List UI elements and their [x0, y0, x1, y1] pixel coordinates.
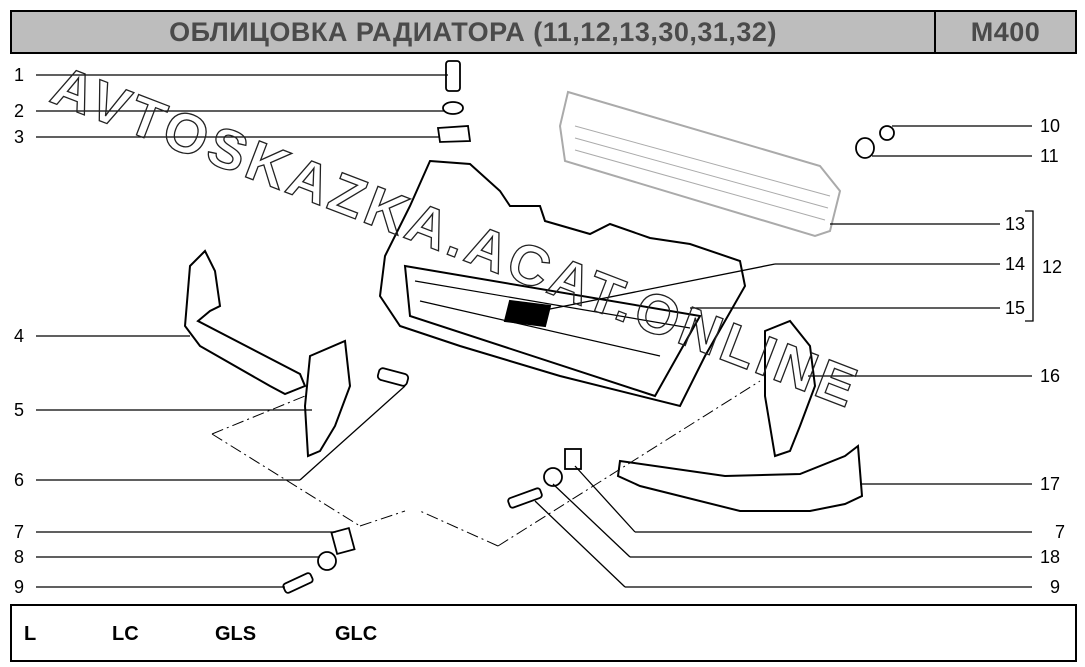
left-moulding — [183, 249, 307, 396]
callout-7-left: 7 — [14, 522, 24, 542]
leader-lines — [36, 74, 1034, 588]
callout-13: 13 — [1005, 214, 1025, 234]
callout-17: 17 — [1040, 474, 1060, 494]
trim-label-glc: GLC — [335, 623, 378, 645]
trim-label-lc: LC — [112, 623, 139, 645]
callout-16: 16 — [1040, 366, 1060, 386]
callout-9-right: 9 — [1050, 577, 1060, 597]
callout-group-12: 12 — [1042, 257, 1062, 277]
trim-level-footer: L LC GLS GLC — [10, 604, 1077, 662]
trim-label-l: L — [24, 623, 37, 645]
callout-8: 8 — [14, 547, 24, 567]
callout-18: 18 — [1040, 547, 1060, 567]
callout-10: 10 — [1040, 116, 1060, 136]
grille-panel — [378, 159, 747, 408]
left-bracket — [303, 339, 352, 458]
diagram-code: M400 — [934, 10, 1077, 54]
callout-14: 14 — [1005, 254, 1025, 274]
trim-label-gls: GLS — [215, 623, 257, 645]
callout-5: 5 — [14, 400, 24, 420]
callout-3: 3 — [14, 127, 24, 147]
callout-7-right: 7 — [1055, 522, 1065, 542]
right-bracket — [764, 319, 817, 458]
parts-diagram: AVTOSKAZKA.ACAT.ONLINE 1 2 3 4 5 6 7 8 9… — [14, 56, 1065, 597]
callout-labels: 1 2 3 4 5 6 7 8 9 10 11 13 14 15 16 17 7… — [14, 65, 1065, 597]
grille-insert — [558, 90, 842, 238]
diagram-title: ОБЛИЦОВКА РАДИАТОРА (11,12,13,30,31,32) — [10, 10, 936, 54]
callout-4: 4 — [14, 326, 24, 346]
fasteners — [282, 60, 895, 594]
callout-9-left: 9 — [14, 577, 24, 597]
assembly-lines — [211, 380, 761, 547]
callout-15: 15 — [1005, 298, 1025, 318]
callout-1: 1 — [14, 65, 24, 85]
callout-11: 11 — [1040, 146, 1059, 166]
right-moulding — [616, 444, 864, 512]
callout-2: 2 — [14, 101, 24, 121]
callout-6: 6 — [14, 470, 24, 490]
